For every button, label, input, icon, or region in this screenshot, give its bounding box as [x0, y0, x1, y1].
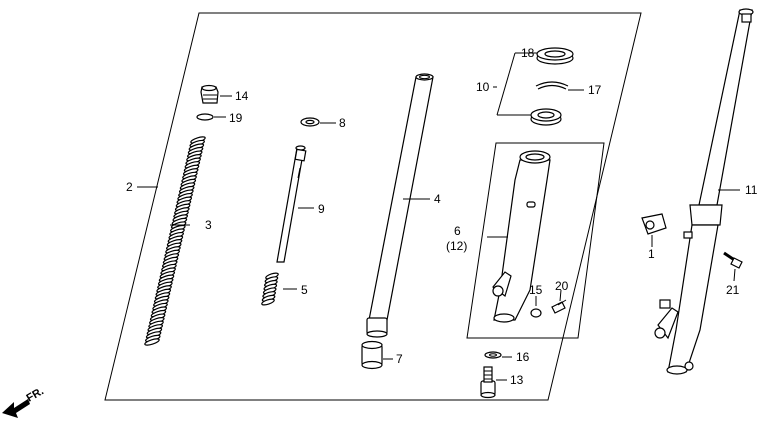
fork-spring	[144, 136, 206, 346]
callout-11: 11	[745, 183, 758, 197]
callout-8: 8	[339, 116, 346, 130]
callout-3: 3	[205, 218, 212, 232]
callout-1: 1	[648, 247, 655, 261]
callout-15: 15	[529, 283, 543, 297]
fork-slider	[492, 150, 551, 323]
callout-20: 20	[555, 279, 569, 293]
fork-clamp	[641, 213, 667, 235]
front-direction-arrow-icon	[2, 399, 30, 418]
socket-bolt-washer	[484, 351, 502, 359]
callout-6: 6	[454, 224, 461, 238]
callout-17: 17	[588, 83, 602, 97]
fork-piston	[276, 145, 307, 263]
callout-14: 14	[235, 89, 249, 103]
oil-seal	[530, 108, 562, 126]
callout-19: 19	[229, 111, 243, 125]
callout-18: 18	[521, 46, 535, 60]
assembly-outline	[104, 12, 642, 401]
o-ring	[196, 113, 214, 121]
dust-seal	[536, 47, 574, 65]
drain-bolt	[551, 299, 567, 314]
front-fork-assembly	[654, 8, 754, 375]
oil-lock-piece	[361, 340, 383, 370]
fork-bolt	[200, 84, 219, 104]
rebound-spring	[261, 272, 279, 306]
callout-10: 10	[476, 80, 490, 94]
direction-label: FR.	[25, 385, 46, 404]
fork-pipe	[366, 73, 434, 338]
piston-ring-washer	[300, 117, 320, 127]
callout-4: 4	[434, 192, 441, 206]
callout-7: 7	[396, 352, 403, 366]
callout-9: 9	[318, 202, 325, 216]
callout-16: 16	[516, 350, 530, 364]
socket-bolt	[480, 366, 496, 399]
stopper-ring	[535, 81, 569, 90]
drain-washer	[530, 308, 542, 318]
callout-5: 5	[301, 283, 308, 297]
callout-13: 13	[510, 373, 524, 387]
callout-21: 21	[726, 283, 740, 297]
sub-assembly-outline	[466, 142, 605, 339]
clamp-bolt	[723, 251, 743, 269]
callout-2: 2	[126, 180, 133, 194]
callout-6-alt: (12)	[446, 239, 467, 253]
